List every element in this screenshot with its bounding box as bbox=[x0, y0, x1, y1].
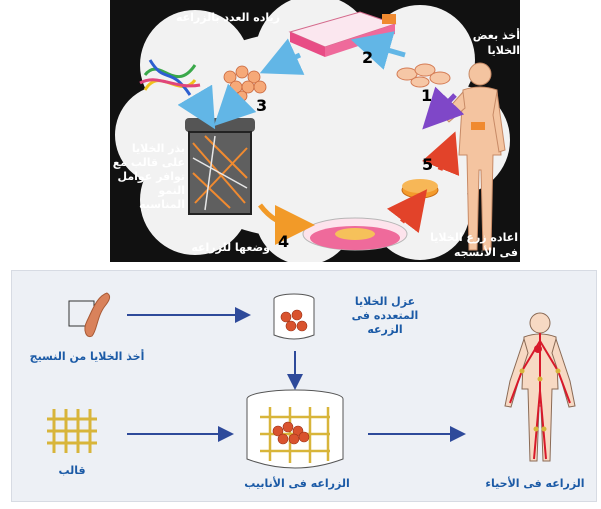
caption-expand: زياده العدد بالزراعه bbox=[130, 10, 280, 25]
arrow-step-2 bbox=[370, 45, 405, 55]
step-arrows bbox=[110, 0, 520, 262]
tissue-engineering-workflow-panel: أخذ الخلايا من النسيج عزل الخلايا المتعد… bbox=[11, 270, 597, 502]
scaffold-grid-icon bbox=[42, 407, 102, 457]
caption-reimplant: اعاده زرع الخلايا فى الأنسجه الميته bbox=[422, 230, 518, 262]
arrow-cells-down bbox=[228, 100, 240, 112]
tissue-engineering-cycle-panel: 1 2 3 4 5 زياده العدد بالزراعه أخذ بعض ا… bbox=[110, 0, 520, 262]
step-number-2: 2 bbox=[362, 48, 373, 67]
culture-tube-icon bbox=[240, 389, 350, 474]
caption-take-cells: أخذ بعض الخلايا bbox=[465, 28, 520, 58]
arrow-to-disc bbox=[402, 205, 415, 222]
caption-scaffold: قالب bbox=[37, 463, 107, 478]
arrow-step-4 bbox=[260, 205, 295, 225]
cell-beaker-icon bbox=[269, 293, 319, 343]
arrow-to-cells bbox=[278, 55, 300, 65]
caption-isolate: عزل الخلايا المتعدده فى الزرعه bbox=[340, 295, 430, 337]
caption-culture: وضعها للزراعه bbox=[150, 240, 270, 255]
step-number-1: 1 bbox=[421, 86, 432, 105]
caption-seed-scaffold: بذر الخلايا على قالب مع توافر عوامل النم… bbox=[110, 142, 185, 212]
caption-tube-culture: الزراعه فى الأنابيب bbox=[237, 476, 357, 491]
arrow-step-1 bbox=[436, 95, 455, 115]
caption-take-tissue: أخذ الخلايا من النسيج bbox=[12, 349, 162, 364]
arrow-fibers-down bbox=[195, 95, 205, 112]
step-number-3: 3 bbox=[256, 96, 267, 115]
human-body-vascular-icon bbox=[500, 311, 580, 471]
tissue-sample-icon bbox=[67, 291, 117, 341]
step-number-5: 5 bbox=[422, 155, 433, 174]
arrow-step-5 bbox=[440, 150, 448, 170]
caption-in-vivo: الزراعه فى الأحياء bbox=[480, 476, 590, 491]
step-number-4: 4 bbox=[278, 232, 289, 251]
